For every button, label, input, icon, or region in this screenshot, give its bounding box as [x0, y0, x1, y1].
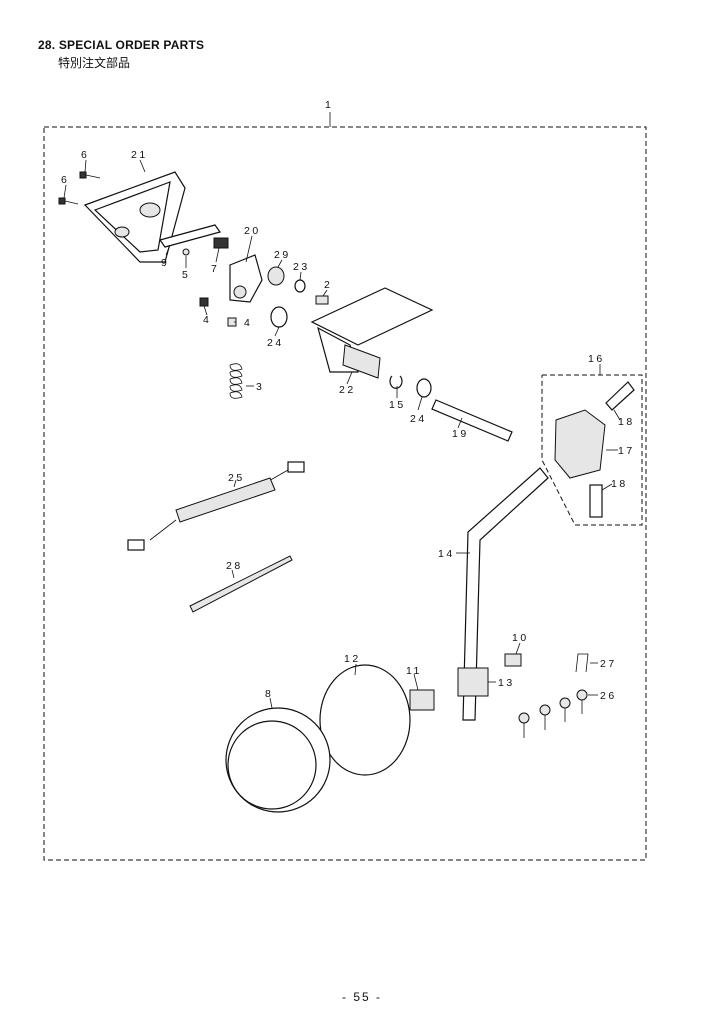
- callout-label: 1: [325, 99, 333, 111]
- callout-label: 18: [611, 478, 628, 490]
- retaining-ring-part: [389, 375, 403, 389]
- callout-label: 22: [339, 384, 356, 396]
- callout-label: 8: [265, 688, 273, 700]
- callout-label: 6: [81, 149, 89, 161]
- bracket-part: [310, 287, 434, 379]
- block-part: [213, 237, 229, 249]
- shaft-part: [431, 399, 513, 442]
- clamp-part: [457, 667, 489, 697]
- bolt-part: [504, 653, 522, 667]
- washer-part: [270, 306, 288, 328]
- callout-label: 15: [389, 399, 406, 411]
- cam-part: [229, 254, 263, 303]
- callout-label: 24: [267, 337, 284, 349]
- cover-part: [225, 707, 331, 813]
- callout-label: 13: [498, 677, 515, 689]
- section-title: 28. SPECIAL ORDER PARTS: [38, 38, 205, 52]
- callout-label: 20: [244, 225, 261, 237]
- leader-lines: [63, 159, 621, 709]
- spring-part: [229, 363, 243, 399]
- staple-part: [575, 653, 589, 673]
- screw-part: [58, 171, 101, 205]
- callout-label: 10: [512, 632, 529, 644]
- callout-label: 11: [406, 665, 422, 677]
- page-number: - 55 -: [341, 990, 382, 1004]
- setscrew-part: [199, 297, 209, 307]
- screw-part: [518, 689, 588, 738]
- callout-label: 26: [600, 690, 617, 702]
- callout-label: 4: [203, 314, 211, 326]
- section-subtitle-japanese: 特別注文部品: [58, 56, 131, 70]
- mounting-plate-part: [319, 664, 411, 776]
- washer-part: [416, 378, 432, 398]
- callout-label: 21: [131, 149, 148, 161]
- callout-label: 17: [618, 445, 635, 457]
- callout-label: 27: [600, 658, 617, 670]
- callout-label: 23: [293, 261, 310, 273]
- callout-label: 7: [211, 263, 219, 275]
- connector-part: [409, 689, 435, 711]
- callout-label: 12: [344, 653, 361, 665]
- rod-part: [462, 467, 549, 721]
- shoulder-screw-part: [315, 295, 329, 305]
- callout-label: 6: [61, 174, 69, 186]
- callout-label: 5: [182, 269, 190, 281]
- cable-tie-part: [189, 555, 293, 613]
- bolt-part: [605, 381, 635, 411]
- callout-label: 16: [588, 353, 605, 365]
- callout-label: 14: [438, 548, 455, 560]
- bolt-part: [589, 484, 603, 518]
- assembly-boundary: [43, 126, 647, 861]
- subassembly-boundary: [541, 374, 643, 526]
- callout-label: 24: [410, 413, 427, 425]
- callout-label: 2: [324, 279, 332, 291]
- callout-label: 9: [161, 257, 169, 269]
- callout-label: 29: [274, 249, 291, 261]
- callout-label: 18: [618, 416, 635, 428]
- cable-part: [127, 461, 305, 551]
- callout-label: 25: [228, 472, 245, 484]
- callout-label: 3: [256, 381, 264, 393]
- lever-part: [159, 224, 221, 256]
- collar-part: [267, 266, 285, 286]
- callout-label: 4: [244, 317, 252, 329]
- washer-part: [294, 279, 306, 293]
- pedal-housing-part: [83, 171, 186, 263]
- callout-label: 19: [452, 428, 469, 440]
- callout-label: 28: [226, 560, 243, 572]
- switch-block-part: [554, 409, 606, 479]
